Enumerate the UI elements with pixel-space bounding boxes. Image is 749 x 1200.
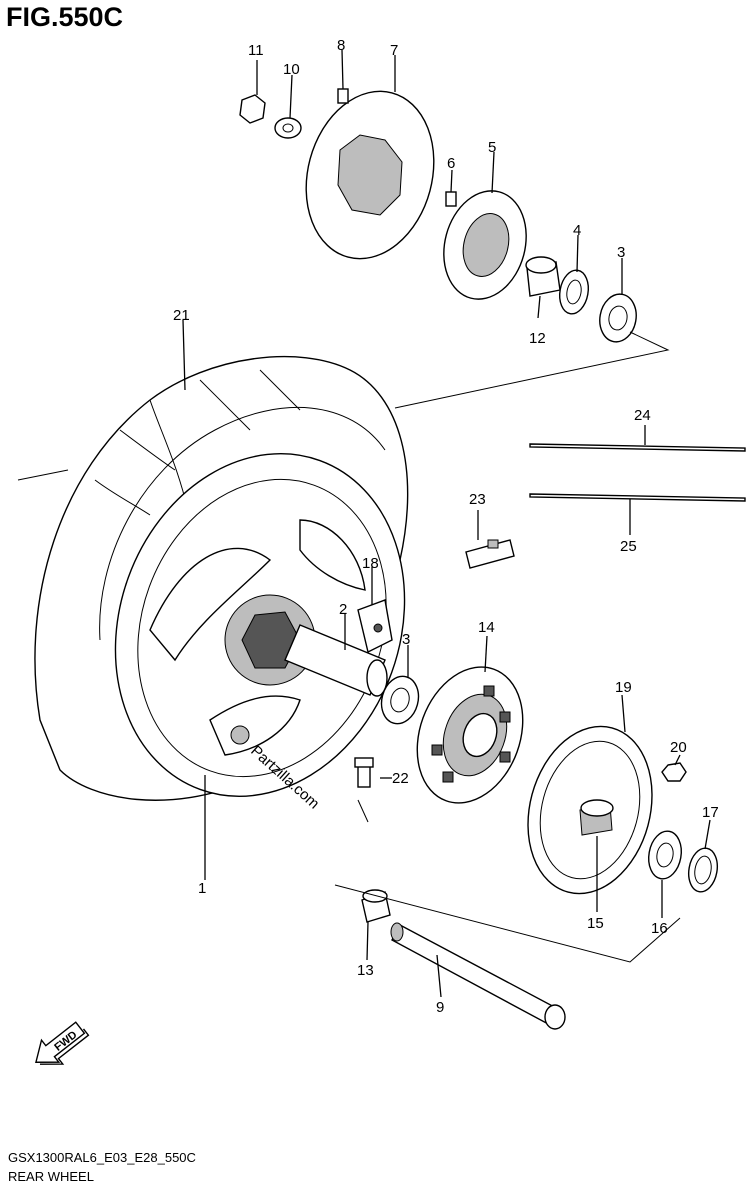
nut-20[interactable] <box>661 762 687 782</box>
callout-15[interactable]: 15 <box>587 915 604 932</box>
callout-22[interactable]: 22 <box>392 770 409 787</box>
callout-3-lower[interactable]: 3 <box>402 631 410 648</box>
callout-5[interactable]: 5 <box>488 139 496 156</box>
callout-13[interactable]: 13 <box>357 962 374 979</box>
callout-19[interactable]: 19 <box>615 679 632 696</box>
washer-10[interactable] <box>274 117 302 139</box>
bolt-6[interactable] <box>445 191 457 207</box>
brake-disc-7[interactable] <box>288 77 452 273</box>
guide-line-valve <box>357 799 369 823</box>
callout-18[interactable]: 18 <box>362 555 379 572</box>
balance-weight-23[interactable] <box>465 539 515 569</box>
bearing-16[interactable] <box>645 829 685 882</box>
wheel-rim[interactable] <box>69 413 452 838</box>
callout-23[interactable]: 23 <box>469 491 486 508</box>
model-code: GSX1300RAL6_E03_E28_550C <box>8 1150 196 1165</box>
callout-20[interactable]: 20 <box>670 739 687 756</box>
leader-lines <box>182 49 711 998</box>
spacer-15[interactable] <box>579 799 614 836</box>
fwd-direction-badge: FWD <box>35 1021 90 1065</box>
callout-10[interactable]: 10 <box>283 61 300 78</box>
callout-14[interactable]: 14 <box>478 619 495 636</box>
bolt-8[interactable] <box>337 88 349 104</box>
damper-18[interactable] <box>357 599 393 654</box>
callout-3-upper[interactable]: 3 <box>617 244 625 261</box>
callout-11[interactable]: 11 <box>248 42 264 59</box>
section-name: REAR WHEEL <box>8 1169 94 1184</box>
figure-title: FIG.550C <box>6 2 124 32</box>
callout-9[interactable]: 9 <box>436 999 444 1016</box>
spacer-13[interactable] <box>361 889 391 923</box>
nut-11[interactable] <box>239 94 266 124</box>
sensor-ring-5[interactable] <box>432 182 538 309</box>
spoke-25[interactable] <box>529 493 746 502</box>
callout-16[interactable]: 16 <box>651 920 668 937</box>
bearing-3-lower[interactable] <box>376 672 423 728</box>
sprocket-carrier-14[interactable] <box>399 652 541 818</box>
callout-6[interactable]: 6 <box>447 155 455 172</box>
callout-21[interactable]: 21 <box>173 307 190 324</box>
spacer-2[interactable] <box>284 624 388 697</box>
callout-24[interactable]: 24 <box>634 407 651 424</box>
guide-line-upper <box>394 331 670 409</box>
callout-4[interactable]: 4 <box>573 222 581 239</box>
guide-line-lower <box>334 884 681 963</box>
callout-17[interactable]: 17 <box>702 804 719 821</box>
bearing-3-upper[interactable] <box>596 291 640 345</box>
callout-7[interactable]: 7 <box>390 42 398 59</box>
spoke-24[interactable] <box>529 443 746 452</box>
callout-2[interactable]: 2 <box>339 601 347 618</box>
callout-25[interactable]: 25 <box>620 538 637 555</box>
valve-22[interactable] <box>354 757 374 788</box>
callout-12[interactable]: 12 <box>529 330 546 347</box>
callout-1[interactable]: 1 <box>198 880 206 897</box>
seal-4[interactable] <box>556 268 591 316</box>
axle-9[interactable] <box>390 922 566 1030</box>
guide-line-left <box>17 469 69 481</box>
oil-seal-17[interactable] <box>685 846 720 894</box>
callout-8[interactable]: 8 <box>337 37 345 54</box>
spacer-12[interactable] <box>525 256 561 297</box>
